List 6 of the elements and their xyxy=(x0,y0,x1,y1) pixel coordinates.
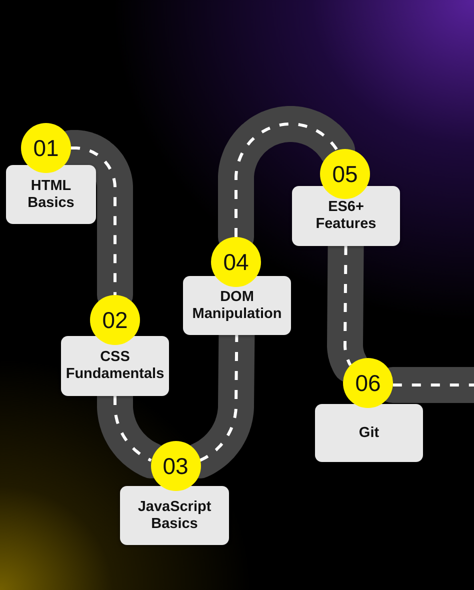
step-card: CSS Fundamentals xyxy=(61,336,169,396)
step-card: HTML Basics xyxy=(6,165,96,224)
step-card: DOM Manipulation xyxy=(183,276,291,335)
step-card: Git xyxy=(315,404,423,462)
step-card: JavaScript Basics xyxy=(120,486,229,545)
step-card: ES6+ Features xyxy=(292,186,400,246)
